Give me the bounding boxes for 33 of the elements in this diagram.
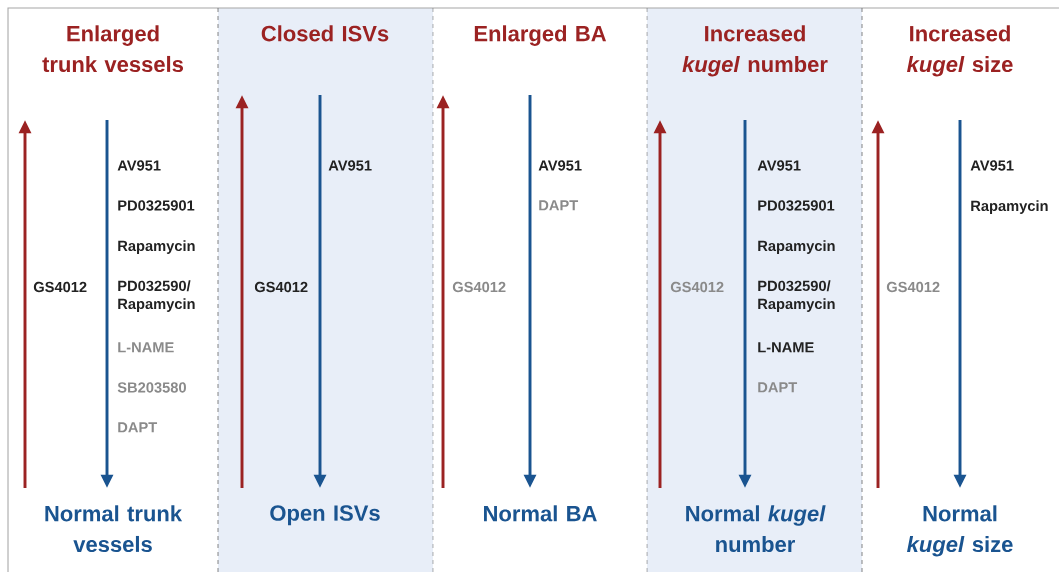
edge-label: GS4012: [670, 281, 724, 293]
compound-label: L-NAME: [758, 342, 814, 353]
edge-label: GS4012: [452, 281, 506, 293]
compound-label: PD0325901: [758, 200, 835, 211]
edge-label: GS4012: [254, 281, 308, 293]
outcome-label: Increased kugel size: [907, 25, 1013, 77]
edge-label: GS4012: [886, 281, 940, 293]
outcome-label: Normal kugel number: [686, 505, 826, 553]
compound-label: Rapamycin: [118, 240, 195, 254]
outcome-label: Normal BA: [484, 505, 597, 522]
outcome-label: Enlarged trunk vessels: [42, 25, 183, 73]
outcome-label: Increased kugel number: [682, 25, 828, 77]
outcome-label: Normal trunk vessels: [45, 505, 183, 553]
compound-label: AV951: [757, 160, 801, 171]
compound-label: L-NAME: [118, 342, 174, 353]
compound-label: PD032590/ Rapamycin: [758, 280, 835, 312]
outcome-label: Closed ISVs: [261, 25, 389, 42]
outcome-label: Enlarged BA: [474, 25, 607, 46]
compound-label: Rapamycin: [758, 240, 835, 254]
compound-label: AV951: [117, 160, 161, 171]
compound-label: DAPT: [118, 422, 158, 433]
compound-label: DAPT: [758, 382, 798, 393]
compound-label: PD032590/ Rapamycin: [118, 280, 195, 312]
compound-label: AV951: [538, 160, 582, 171]
compound-label: AV951: [970, 160, 1014, 171]
compound-label: Rapamycin: [971, 200, 1048, 214]
compound-label: SB203580: [117, 382, 186, 393]
compound-label: PD0325901: [118, 200, 195, 211]
outcome-label: Normal kugel size: [907, 505, 1013, 557]
edge-label: GS4012: [33, 281, 87, 293]
compound-label: AV951: [328, 160, 372, 171]
compound-label: DAPT: [539, 200, 579, 211]
outcome-label: Open ISVs: [270, 505, 380, 526]
